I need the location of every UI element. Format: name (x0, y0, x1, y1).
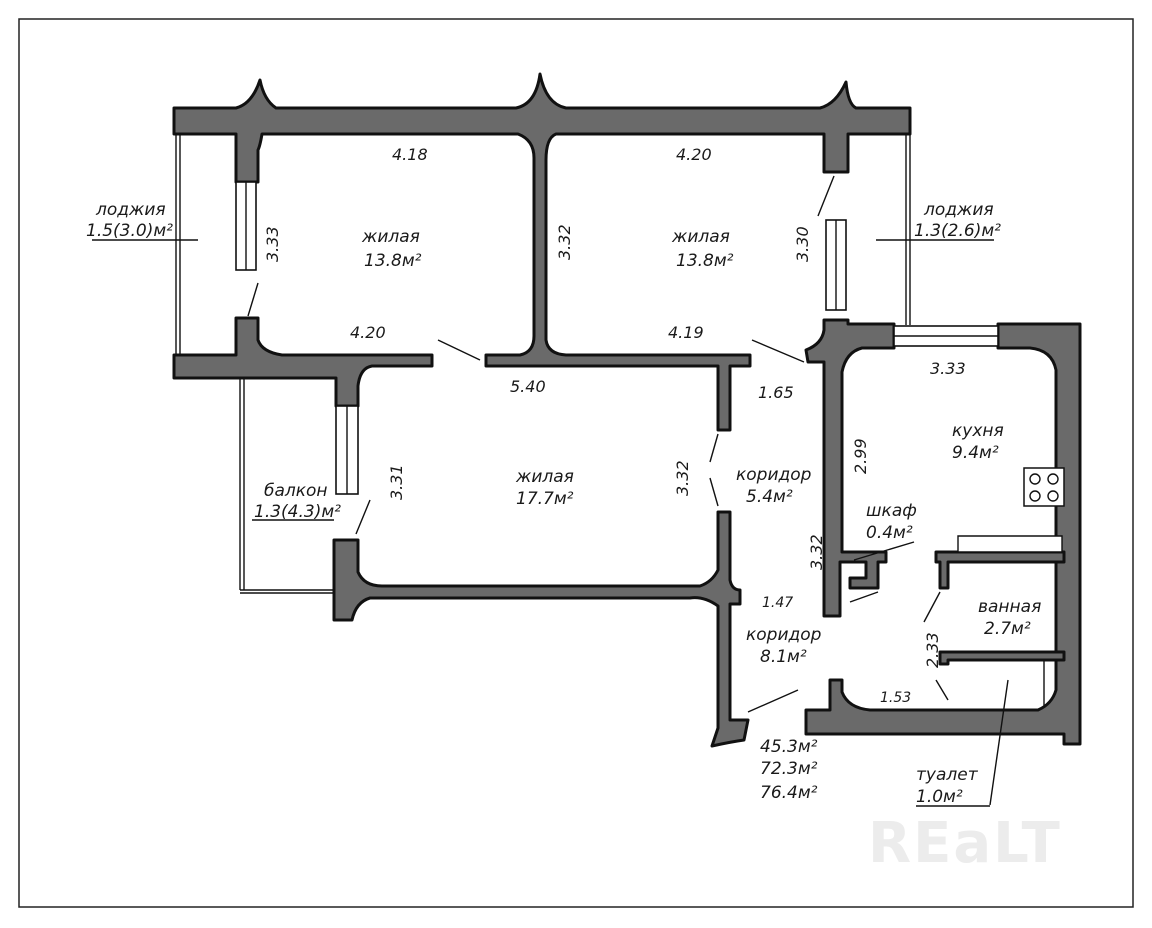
dim-332-corr: 3.32 (673, 460, 692, 496)
watermark: REaLT (868, 811, 1062, 876)
dim-333-left: 3.33 (263, 226, 282, 262)
dim-233: 2.33 (923, 632, 942, 668)
room-corridor2-name: коридор (746, 625, 822, 645)
dim-332-closet: 3.32 (807, 534, 826, 570)
dim-331: 3.31 (387, 464, 406, 500)
room-living1-name: жилая (361, 227, 420, 247)
room-toilet-area: 1.0м² (916, 787, 963, 807)
dim-540: 5.40 (510, 377, 546, 396)
room-kitchen-area: 9.4м² (952, 443, 999, 463)
room-bathroom-name: ванная (978, 597, 1041, 617)
total-living-area: 45.3м² (760, 737, 818, 757)
dim-153: 1.53 (880, 690, 911, 706)
loggia-right-area: 1.3(2.6)м² (914, 221, 1001, 241)
loggia-left-area: 1.5(3.0)м² (86, 221, 173, 241)
dim-418: 4.18 (392, 145, 428, 164)
dim-299: 2.99 (851, 438, 870, 474)
total-area-with-balconies: 76.4м² (760, 783, 818, 803)
room-living3-area: 17.7м² (516, 489, 574, 509)
room-bathroom-area: 2.7м² (984, 619, 1031, 639)
total-area: 72.3м² (760, 759, 818, 779)
stove-icon (1023, 467, 1065, 507)
walls (172, 72, 1082, 748)
dim-420-top: 4.20 (676, 145, 712, 164)
leader-lines (92, 175, 1009, 807)
room-living1-area: 13.8м² (364, 251, 422, 271)
balcony-name: балкон (264, 481, 328, 501)
balcony-outline (239, 378, 334, 594)
balcony-area: 1.3(4.3)м² (254, 502, 341, 522)
loggia-right-outline (905, 134, 911, 325)
room-closet-area: 0.4м² (866, 523, 913, 543)
room-living2-name: жилая (671, 227, 730, 247)
dim-333-kitchen: 3.33 (930, 359, 966, 378)
loggia-right-name: лоджия (923, 200, 994, 220)
room-toilet-name: туалет (916, 765, 979, 785)
dim-420-bot: 4.20 (350, 323, 386, 342)
loggia-left-outline (175, 134, 181, 357)
room-corridor1-area: 5.4м² (746, 487, 793, 507)
dim-419: 4.19 (668, 323, 704, 342)
room-corridor2-area: 8.1м² (760, 647, 807, 667)
room-corridor1-name: коридор (736, 465, 812, 485)
kitchen-counter (957, 535, 1063, 553)
room-living2-area: 13.8м² (676, 251, 734, 271)
room-closet-name: шкаф (866, 501, 917, 521)
dim-165: 1.65 (758, 383, 794, 402)
room-kitchen-name: кухня (952, 421, 1004, 441)
room-living3-name: жилая (515, 467, 574, 487)
dim-147: 1.47 (762, 595, 793, 611)
frame-border (18, 18, 1134, 908)
dim-330: 3.30 (793, 226, 812, 262)
loggia-left-name: лоджия (95, 200, 166, 220)
dim-332-mid: 3.32 (555, 224, 574, 260)
